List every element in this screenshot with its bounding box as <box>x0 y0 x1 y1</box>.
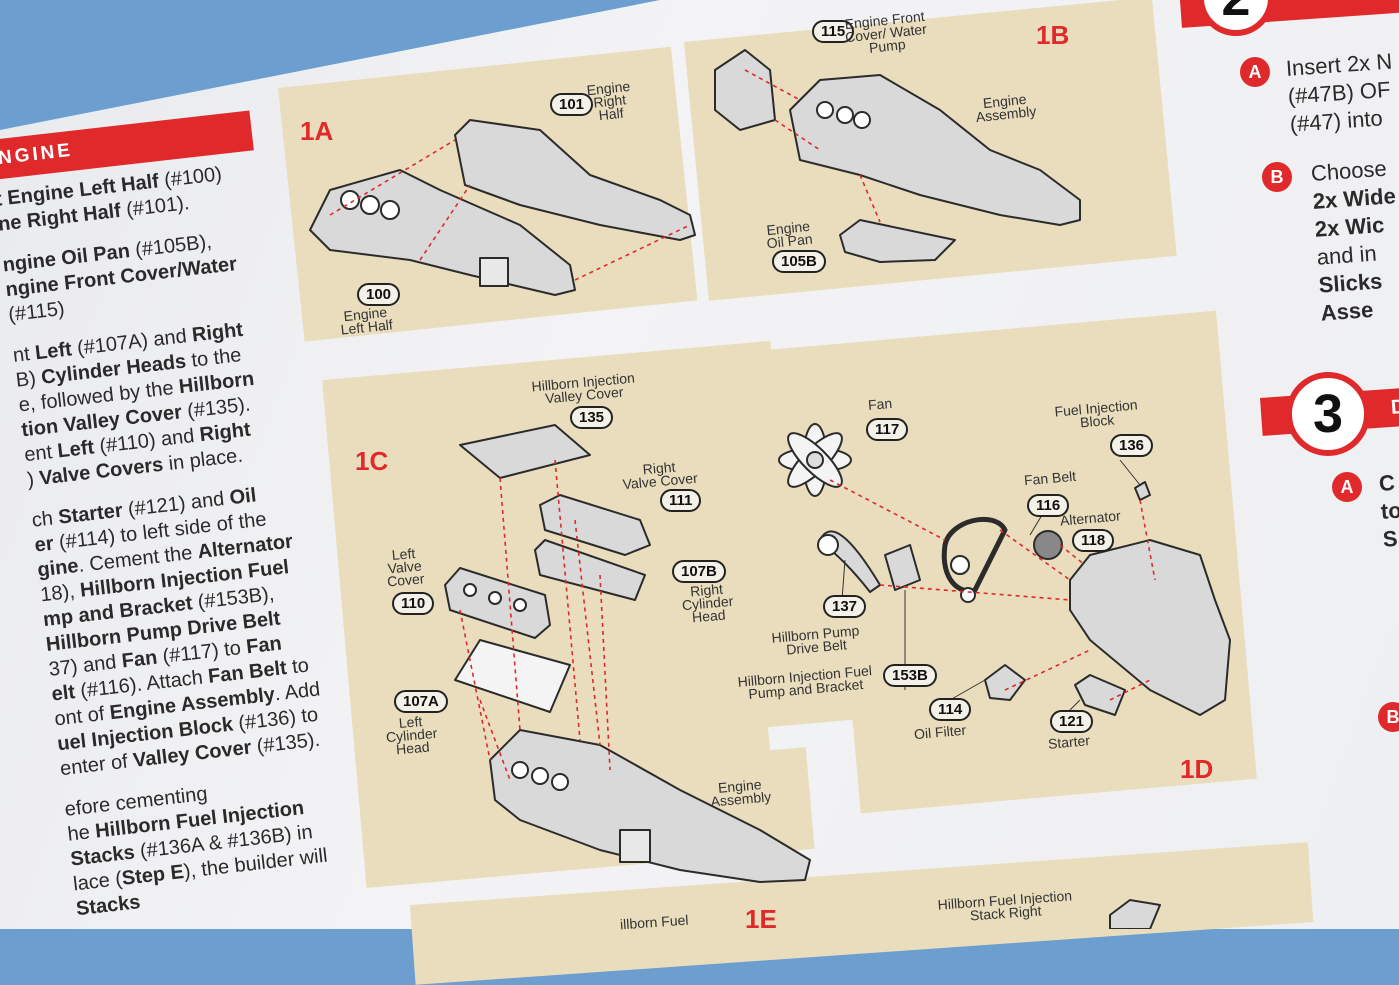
right-valve-cover-drawing <box>539 494 651 556</box>
callout-137: 137 <box>823 595 867 618</box>
panel-1b-label: 1B <box>1036 20 1070 50</box>
label-right-cylinder-head: Right Cylinder Head <box>681 580 734 626</box>
callout-105b: 105B <box>772 250 826 273</box>
engine-assembly-1d-drawing <box>1069 539 1231 716</box>
fuel-injection-block-drawing <box>1134 481 1151 501</box>
callout-114: 114 <box>929 698 972 721</box>
label-engine-assembly-1b: Engine Assembly <box>974 90 1037 126</box>
label-right-valve-cover: Right Valve Cover <box>621 458 699 493</box>
oil-filter-drawing <box>984 664 1026 701</box>
callout-118: 118 <box>1072 529 1115 552</box>
fuel-pump-bracket-drawing <box>884 544 921 591</box>
callout-153b: 153B <box>883 664 937 687</box>
label-starter: Starter <box>1047 732 1091 752</box>
label-engine-assembly-1c: Engine Assembly <box>709 776 772 810</box>
parts-illustrations <box>309 49 1231 929</box>
engine-right-half-drawing <box>454 119 696 241</box>
callout-110: 110 <box>392 592 435 615</box>
fan-drawing <box>778 423 852 497</box>
starter-drawing <box>1074 674 1126 716</box>
panel-1a-label: 1A <box>300 116 334 146</box>
label-fan: Fan <box>867 394 893 414</box>
step-3-b-badge: B <box>1378 702 1399 732</box>
panel-1e-label: 1E <box>745 904 777 934</box>
step-3-a-badge: A <box>1332 472 1362 502</box>
callout-116: 116 <box>1027 494 1070 517</box>
label-engine-right-half: Engine Right Half <box>585 77 631 124</box>
valley-cover-drawing <box>459 424 591 479</box>
panel-1d-label: 1D <box>1180 754 1214 784</box>
injection-stack-drawing <box>1109 899 1161 929</box>
label-engine-left-half: Engine Left Half <box>339 303 394 338</box>
step-2-b-badge: B <box>1262 162 1292 192</box>
callout-117: 117 <box>866 418 909 441</box>
callout-107b: 107B <box>672 560 726 583</box>
callout-115: 115 <box>812 20 855 43</box>
oil-pan-drawing <box>839 219 956 263</box>
fan-belt-drawing <box>941 516 1008 594</box>
left-cylinder-head-drawing <box>454 639 571 713</box>
step-3-number: 3 <box>1286 372 1370 456</box>
callout-100: 100 <box>357 283 401 306</box>
callout-136: 136 <box>1110 434 1154 457</box>
panel-1c-label: 1C <box>355 446 389 476</box>
step-3-banner-text: D <box>1390 395 1399 419</box>
label-left-cylinder-head: Left Cylinder Head <box>385 713 438 758</box>
step-2-a-text: Insert 2x N (#47B) OF (#47) into <box>1285 48 1393 137</box>
alternator-drawing <box>1033 530 1063 560</box>
callout-101: 101 <box>550 93 594 116</box>
front-cover-drawing <box>714 49 776 131</box>
label-left-valve-cover: Left Valve Cover <box>386 545 426 590</box>
right-cylinder-head-drawing <box>534 539 646 601</box>
callout-135: 135 <box>570 406 614 429</box>
step-2-b-text: Choose 2x Wide 2x Wic and in Slicks Asse <box>1310 155 1397 326</box>
step-2-a-badge: A <box>1240 57 1270 87</box>
engine-assembly-1b-drawing <box>789 74 1081 226</box>
callout-111: 111 <box>660 489 702 512</box>
callout-107a: 107A <box>394 690 448 713</box>
label-engine-oil-pan: Engine Oil Pan <box>765 217 814 252</box>
callout-121: 121 <box>1050 710 1094 733</box>
